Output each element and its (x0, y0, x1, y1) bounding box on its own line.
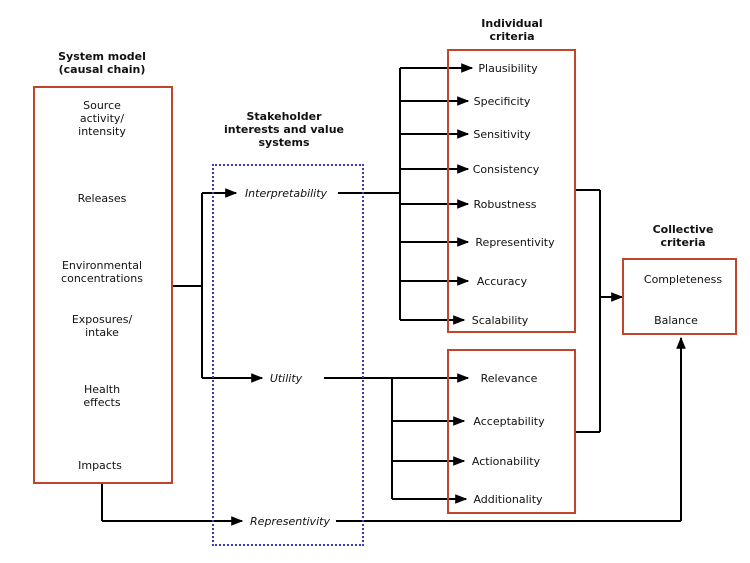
individual-criteria-bottom-box (447, 349, 576, 514)
environmental-concentrations-label: Environmental concentrations (61, 259, 143, 285)
criterion-consistency: Consistency (472, 163, 540, 176)
collective-criteria-box (622, 258, 737, 335)
completeness-label: Completeness (643, 273, 723, 286)
criterion-acceptability: Acceptability (473, 415, 545, 428)
utility-label: Utility (267, 372, 305, 385)
individual-criteria-heading: Individual criteria (481, 17, 543, 43)
system-model-heading: System model (causal chain) (58, 50, 146, 76)
individual-criteria-top-box (447, 49, 576, 333)
exposures-intake-label: Exposures/ intake (71, 313, 133, 339)
interpretability-label: Interpretability (242, 187, 330, 200)
stakeholder-box (212, 164, 364, 546)
balance-label: Balance (654, 314, 698, 327)
representivity-stakeholder-label: Representivity (248, 515, 332, 528)
source-activity-label: Source activity/ intensity (78, 99, 126, 138)
stakeholder-heading: Stakeholder interests and value systems (223, 110, 345, 149)
criterion-robustness: Robustness (473, 198, 537, 211)
releases-label: Releases (77, 192, 127, 205)
impacts-label: Impacts (78, 459, 122, 472)
criterion-accuracy: Accuracy (476, 275, 528, 288)
criterion-scalability: Scalability (471, 314, 529, 327)
criterion-sensitivity: Sensitivity (473, 128, 531, 141)
system-model-box (33, 86, 173, 484)
criterion-specificity: Specificity (473, 95, 531, 108)
criterion-representivity: Representivity (475, 236, 555, 249)
health-effects-label: Health effects (83, 383, 121, 409)
criterion-plausibility: Plausibility (478, 62, 538, 75)
collective-criteria-heading: Collective criteria (652, 223, 714, 249)
criterion-additionality: Additionality (473, 493, 543, 506)
criterion-actionability: Actionability (471, 455, 541, 468)
criterion-relevance: Relevance (480, 372, 538, 385)
